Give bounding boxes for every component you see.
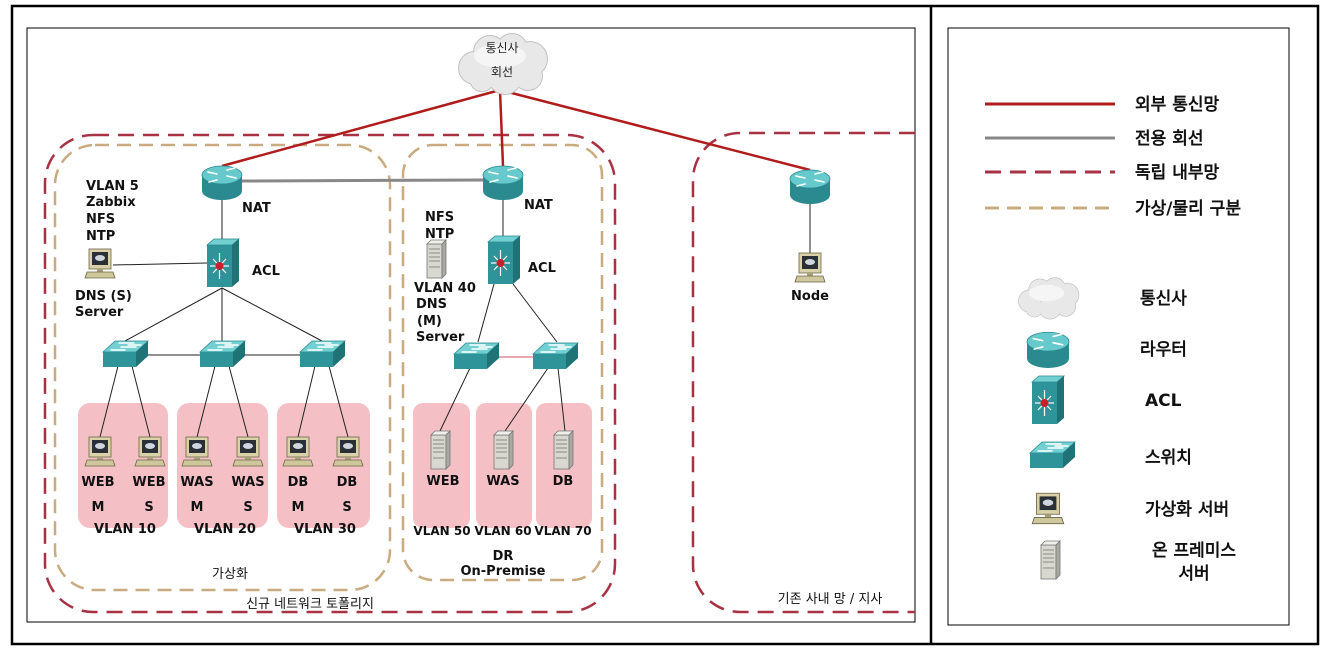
left-server-info: Zabbix (86, 195, 136, 210)
server-icon (1040, 540, 1061, 580)
external-line-left (221, 88, 501, 168)
left-nat-label: NAT (242, 201, 271, 216)
pc-icon (84, 248, 116, 279)
middle-server-info: NTP (425, 227, 454, 242)
legend-label: 독립 내부망 (1135, 163, 1219, 183)
pc-icon (84, 436, 116, 467)
pc-icon (181, 436, 213, 467)
host-label: DB (288, 475, 309, 490)
internal-links (99, 198, 811, 438)
left-server-info: NFS (86, 212, 115, 227)
role-label: M (292, 500, 305, 515)
role-label: S (243, 500, 252, 515)
legend: 외부 통신망 전용 회선 독립 내부망 가상/물리 구분 통신사 라우터 ACL… (985, 95, 1241, 584)
dns-server-label: Server (75, 305, 124, 320)
external-lines (221, 88, 811, 172)
middle-nat-label: NAT (524, 198, 553, 213)
on-premise-zone-label: DR (493, 549, 514, 564)
router-icon (482, 165, 524, 201)
new-topology-zone (43, 133, 617, 614)
dns-server-label: DNS (S) (75, 289, 132, 304)
virtualization-zone (53, 143, 392, 592)
host-label: WEB (81, 475, 114, 490)
server-icon (553, 430, 574, 470)
legend-label: 라우터 (1140, 340, 1187, 360)
middle-server-info: VLAN 40 (414, 281, 476, 296)
pc-icon (282, 436, 314, 467)
middle-acl-label: ACL (528, 261, 556, 276)
left-server-info: VLAN 5 (86, 179, 139, 194)
vlan-label: VLAN 20 (194, 522, 256, 537)
host-label: WEB (132, 475, 165, 490)
switch-icon (532, 342, 579, 370)
host-label: WAS (486, 474, 519, 489)
switch-icon (299, 340, 346, 368)
vlan-label: VLAN 60 (474, 524, 531, 538)
server-icon (493, 430, 514, 470)
vlan-20-box (177, 403, 268, 528)
host-label: WAS (180, 475, 213, 490)
host-label: DB (337, 475, 358, 490)
pc-icon (794, 252, 826, 283)
host-label: WAS (231, 475, 264, 490)
left-server-info: NTP (86, 229, 115, 244)
cloud-label-line2: 회선 (491, 65, 513, 79)
existing-network-zone (691, 131, 915, 614)
router-icon (1026, 331, 1070, 369)
node-label: Node (791, 289, 829, 304)
legend-label: ACL (1145, 391, 1182, 411)
server-icon (426, 239, 447, 279)
legend-panel (947, 27, 1290, 626)
legend-label: 서버 (1178, 564, 1209, 584)
middle-server-info: Server (416, 330, 465, 345)
left-acl-label: ACL (252, 264, 280, 279)
acl-icon (206, 238, 240, 288)
pc-icon (134, 436, 166, 467)
switch-icon (199, 340, 246, 368)
router-icon (201, 165, 243, 201)
acl-icon (1031, 375, 1065, 425)
acl-icon (487, 235, 521, 285)
dedicated-line (239, 178, 486, 183)
legend-label: 스위치 (1145, 448, 1192, 468)
existing-network-label: 기존 사내 망 / 지사 (778, 592, 883, 607)
middle-server-info: NFS (425, 210, 454, 225)
switch-icon (453, 342, 500, 370)
server-icon (430, 430, 451, 470)
legend-label: 가상화 서버 (1145, 500, 1229, 520)
host-label: DB (553, 474, 574, 489)
vlan-label: VLAN 50 (413, 524, 470, 538)
legend-label: 통신사 (1140, 289, 1187, 309)
switch-icon (1029, 441, 1076, 469)
middle-server-info: (M) (417, 314, 442, 329)
legend-label: 온 프레미스 (1152, 541, 1236, 561)
host-label: WEB (426, 474, 459, 489)
outer-frame (10, 4, 1320, 646)
diagram-panel (26, 27, 916, 623)
on-premise-zone-label: On-Premise (460, 564, 545, 579)
cloud-icon (1018, 277, 1080, 320)
cloud-label-line1: 통신사 (485, 41, 518, 55)
pc-icon (232, 436, 264, 467)
new-topology-label: 신규 네트워크 토폴리지 (246, 597, 374, 612)
role-label: M (92, 500, 105, 515)
vlan-label: VLAN 30 (294, 522, 356, 537)
middle-server-info: DNS (416, 297, 447, 312)
role-label: S (144, 500, 153, 515)
legend-label: 외부 통신망 (1135, 95, 1219, 115)
vlan-label: VLAN 70 (534, 524, 591, 538)
external-line-middle (498, 89, 505, 167)
legend-label: 가상/물리 구분 (1135, 199, 1241, 219)
external-line-right (499, 88, 811, 172)
virtualization-zone-label: 가상화 (212, 567, 248, 582)
role-label: M (191, 500, 204, 515)
switch-icon (102, 340, 149, 368)
vlan-label: VLAN 10 (94, 522, 156, 537)
pc-icon (1031, 492, 1065, 525)
legend-label: 전용 회선 (1135, 129, 1203, 149)
pc-icon (332, 436, 364, 467)
role-label: S (342, 500, 351, 515)
router-icon (789, 169, 831, 205)
